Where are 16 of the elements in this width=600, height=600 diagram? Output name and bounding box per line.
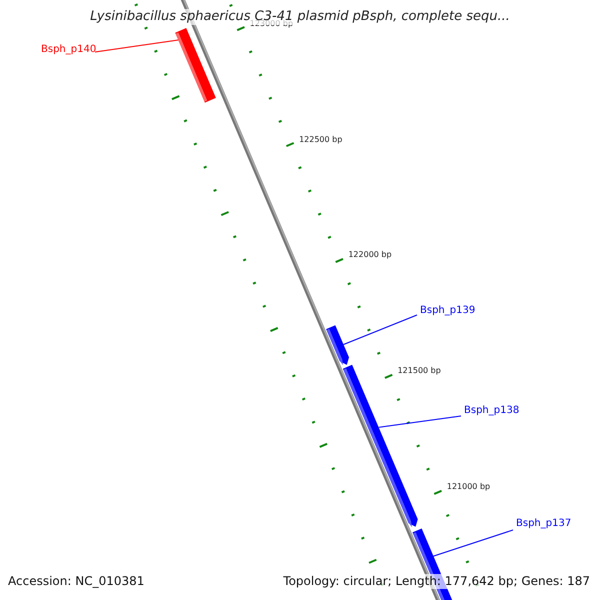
gene-label: Bsph_p139: [420, 306, 476, 316]
gene-label: Bsph_p137: [516, 519, 572, 529]
gene-feature-bar: [326, 325, 349, 366]
leader-line: [343, 314, 418, 346]
position-label: 122500 bp: [299, 136, 342, 144]
position-label: 121000 bp: [446, 483, 490, 492]
leader-line: [378, 416, 462, 428]
leader-line: [432, 530, 514, 557]
position-label: 121500 bp: [398, 367, 441, 376]
gene-label: Bsph_p140: [41, 45, 96, 55]
accession-text: Accession: NC_010381: [8, 574, 144, 589]
position-label: 123000 bp: [250, 20, 294, 28]
gene-label: Bsph_p138: [464, 406, 520, 416]
gene-feature-bar: [175, 28, 216, 103]
leader-line: [94, 40, 179, 52]
position-label: 122000 bp: [348, 251, 392, 260]
